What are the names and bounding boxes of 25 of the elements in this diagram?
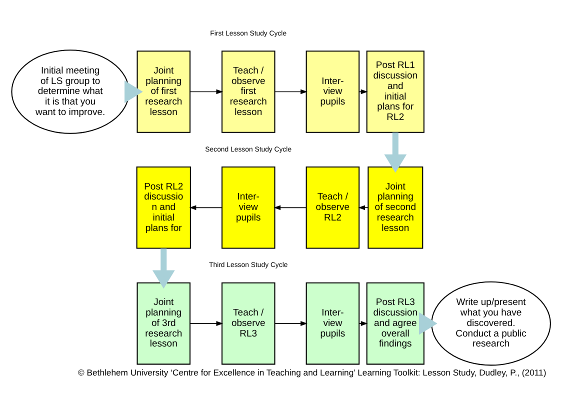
node-box: Inter- view pupils bbox=[306, 50, 360, 132]
node-box: Joint planning of 3rd research lesson bbox=[136, 282, 191, 364]
caption: © Bethlehem University ‘Centre for Excellence in Teaching and Learning’ Learning Toolkit: Lesson Study, Dudley, P., (2011) bbox=[78, 366, 546, 377]
node-box: Teach / observe RL3 bbox=[221, 282, 276, 364]
arrow bbox=[274, 204, 307, 210]
arrow bbox=[190, 88, 224, 94]
node-ellipse: Write up/present what you have discovered. Conduct a public research bbox=[431, 280, 551, 366]
node-box: Post RL1 discussion and initial plans for RL2 bbox=[366, 50, 424, 132]
arrow bbox=[359, 320, 368, 326]
node-box: Inter- view pupils bbox=[306, 282, 360, 364]
arrow bbox=[274, 320, 308, 326]
node-box: Inter- view pupils bbox=[221, 166, 276, 248]
node-box: Teach / observe RL2 bbox=[306, 166, 360, 248]
node-box: Joint planning of second research lesson bbox=[368, 166, 424, 248]
arrow bbox=[124, 80, 143, 102]
arrow bbox=[274, 88, 308, 94]
arrow bbox=[189, 204, 222, 210]
arrow bbox=[384, 132, 407, 172]
node-box: Teach / observe first research lesson bbox=[221, 50, 276, 132]
arrow bbox=[152, 248, 175, 288]
arrow bbox=[419, 312, 438, 334]
node-box: Post RL2 discussio n and initial plans for bbox=[136, 166, 191, 248]
arrow bbox=[358, 204, 368, 210]
arrow bbox=[190, 320, 224, 326]
node-box: Joint planning of first research lesson bbox=[136, 50, 191, 132]
